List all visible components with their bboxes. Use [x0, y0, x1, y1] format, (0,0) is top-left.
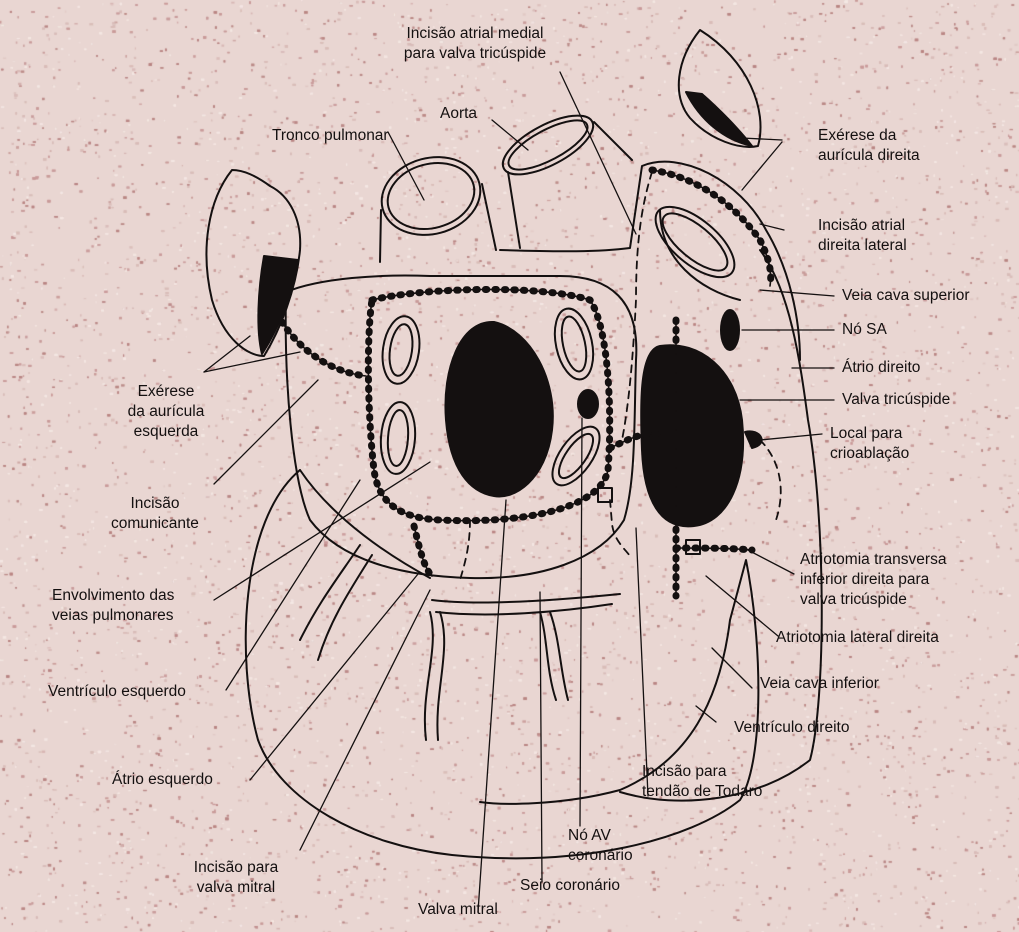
label-ventriculo-direito: Ventrículo direito	[734, 718, 849, 738]
label-valva-tricuspide: Valva tricúspide	[842, 390, 950, 410]
coronary-vein-left-2	[318, 555, 372, 660]
label-tronco-pulmonar: Tronco pulmonar	[272, 126, 389, 146]
label-atriotomia-transversa: Atriotomia transversa inferior direita p…	[800, 550, 946, 610]
label-atrio-direito: Átrio direito	[842, 358, 920, 378]
label-no-av: Nó AV coronário	[568, 826, 633, 866]
label-ventriculo-esquerdo: Ventrículo esquerdo	[48, 682, 186, 702]
label-local-crioablacao: Local para crioablação	[830, 424, 909, 464]
pulmonary-vein-2	[379, 401, 418, 475]
label-valva-mitral: Valva mitral	[418, 900, 498, 920]
mitral-valve	[445, 322, 552, 497]
coronary-sinus-line-2	[436, 604, 612, 614]
pulmonary-vein-4-inner	[553, 429, 599, 483]
sa-node	[721, 310, 739, 350]
label-atrio-esquerdo: Átrio esquerdo	[112, 770, 213, 790]
left-atrium-inner-edge	[300, 470, 430, 578]
cryo-site	[745, 431, 762, 448]
label-incisao-atrial-direita-lateral: Incisão atrial direita lateral	[818, 216, 907, 256]
pulmonary-vein-2-inner	[386, 409, 410, 466]
label-incisao-comunicante: Incisão comunicante	[90, 494, 220, 534]
label-aorta: Aorta	[440, 104, 477, 124]
svc-body	[660, 210, 740, 300]
pulmonary-trunk-body	[380, 184, 496, 262]
pulmonary-vein-4	[543, 419, 608, 493]
pulmonary-trunk-top	[373, 146, 489, 245]
label-incisao-tendao: Incisão para tendão de Todaro	[642, 762, 762, 802]
label-envolvimento-veias: Envolvimento das veias pulmonares	[52, 586, 174, 626]
pulmonary-vein-3	[549, 305, 599, 383]
label-atriotomia-lateral: Atriotomia lateral direita	[776, 628, 939, 648]
label-no-sa: Nó SA	[842, 320, 887, 340]
label-exerese-auricula-esquerda: Exérese da aurícula esquerda	[100, 382, 232, 442]
label-incisao-valva-mitral: Incisão para valva mitral	[176, 858, 296, 898]
aorta-inner	[502, 111, 594, 179]
coronary-vein-center	[425, 612, 433, 740]
label-veia-cava-inferior: Veia cava inferior	[760, 674, 879, 694]
label-veia-cava-superior: Veia cava superior	[842, 286, 970, 306]
coronary-vein-center-2	[437, 612, 444, 740]
pulmonary-vein-1-inner	[386, 323, 415, 378]
label-exerese-auricula-direita: Exérese da aurícula direita	[818, 126, 920, 166]
label-incisao-atrial-medial: Incisão atrial medial para valva tricúsp…	[370, 24, 580, 64]
aorta-top	[494, 104, 601, 186]
label-seio-coronario: Seio coronário	[520, 876, 620, 896]
av-node	[578, 390, 598, 418]
coronary-sinus-line	[432, 594, 620, 602]
